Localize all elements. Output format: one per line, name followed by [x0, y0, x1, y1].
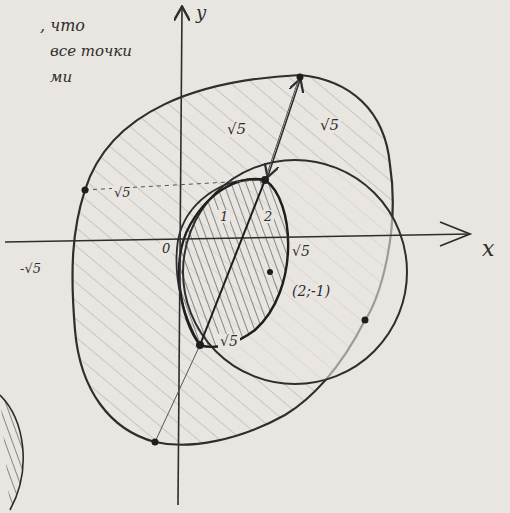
axis-label: x	[480, 238, 496, 260]
tick-label: -√5	[18, 262, 43, 275]
length-label: √5	[290, 244, 312, 258]
note-text: , что	[38, 18, 87, 34]
tick-label: 2	[262, 210, 274, 223]
length-label: √5	[218, 334, 240, 348]
axis-label: y	[194, 4, 208, 22]
note-text: ми	[48, 70, 74, 85]
length-label: √5	[112, 186, 133, 199]
length-label: √5	[318, 118, 341, 133]
point-label: (2;-1)	[290, 284, 332, 298]
tick-label: 1	[218, 210, 230, 223]
origin-label: 0	[160, 242, 172, 255]
length-label: √5	[225, 122, 248, 137]
note-text: все точки	[48, 44, 134, 59]
